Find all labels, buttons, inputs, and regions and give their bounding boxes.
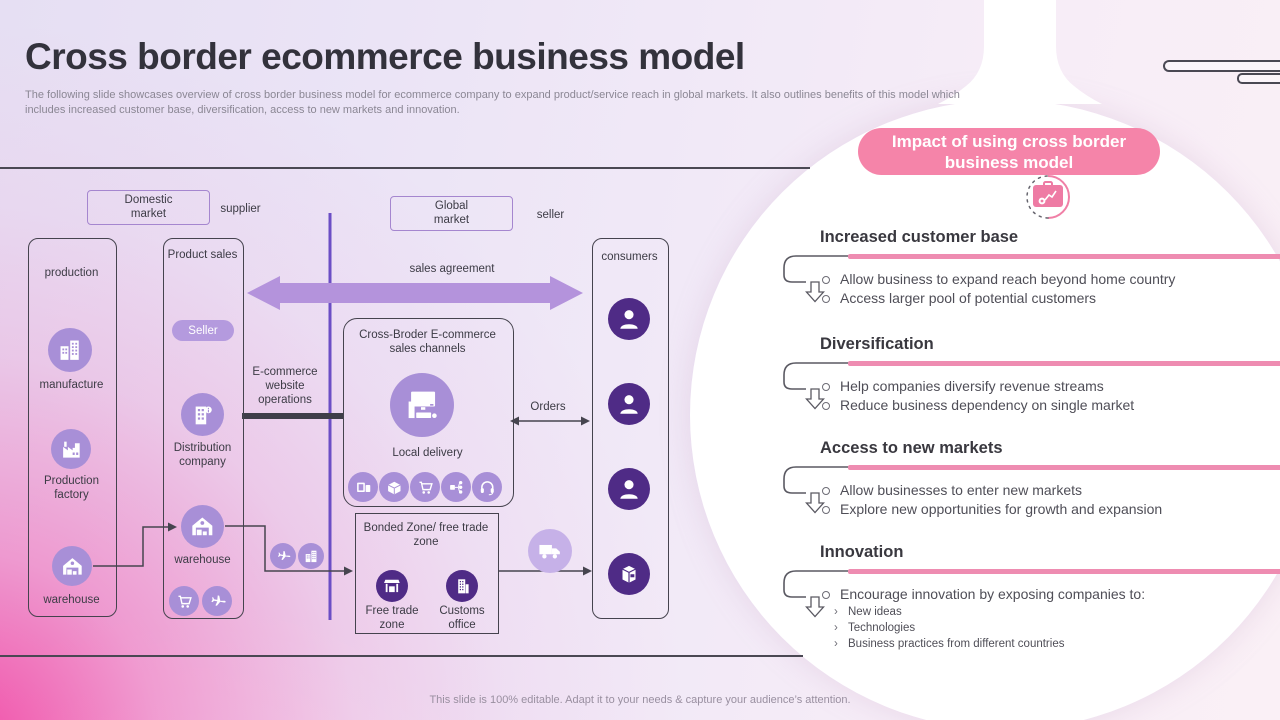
section-arrow-icon bbox=[783, 255, 850, 303]
domestic-market-box: Domestic market bbox=[87, 190, 210, 225]
production-factory-icon bbox=[51, 429, 91, 469]
delivery-truck-icon bbox=[528, 529, 572, 573]
section-underline-bar bbox=[848, 569, 1280, 574]
section-title: Increased customer base bbox=[820, 228, 1019, 246]
bonded-zone-title: Bonded Zone/ free trade zone bbox=[363, 522, 489, 548]
network-icon bbox=[441, 472, 471, 502]
sales-agreement-arrow bbox=[247, 276, 583, 310]
sub-bullet-item: ›Technologies bbox=[834, 622, 916, 634]
bullet-dot bbox=[822, 487, 830, 495]
plane-icon-transit bbox=[270, 543, 296, 569]
warehouse-to-bonded-connector bbox=[225, 525, 344, 572]
seller-label: seller bbox=[536, 209, 565, 221]
page-subtitle: The following slide showcases overview o… bbox=[25, 89, 960, 116]
section-increased-customer-base: Increased customer base Allow business t… bbox=[778, 228, 1280, 328]
manufacture-icon bbox=[48, 328, 92, 372]
ecommerce-computer-icon bbox=[390, 373, 454, 437]
circle-stem bbox=[938, 0, 1102, 104]
sub-bullet-chevron: › bbox=[834, 638, 838, 650]
distribution-company-label: Distribution company bbox=[173, 442, 232, 468]
headset-icon bbox=[472, 472, 502, 502]
consumers-column bbox=[592, 238, 669, 619]
bullet-dot bbox=[822, 402, 830, 410]
section-innovation: Innovation Encourage innovation by expos… bbox=[778, 543, 1280, 663]
trolley-icon bbox=[169, 586, 199, 616]
section-access-new-markets: Access to new markets Allow businesses t… bbox=[778, 439, 1280, 539]
impact-header-band: Impact of using cross border business mo… bbox=[858, 128, 1160, 175]
bullet-item: Help companies diversify revenue streams bbox=[820, 377, 1270, 396]
customs-office-icon bbox=[446, 570, 478, 602]
bullet-item: Allow businesses to enter new markets bbox=[820, 481, 1270, 500]
product-sales-column bbox=[163, 238, 244, 619]
warehouse-icon-production bbox=[52, 546, 92, 586]
bullet-item: Encourage innovation by exposing compani… bbox=[820, 585, 1270, 604]
consumer-person-icon-1 bbox=[608, 298, 650, 340]
bonded-zone-box bbox=[355, 513, 499, 634]
section-arrow-icon bbox=[783, 362, 850, 410]
briefcase-chart-icon bbox=[1026, 175, 1070, 219]
consumer-person-icon-2 bbox=[608, 383, 650, 425]
global-market-box: Global market bbox=[390, 196, 513, 231]
warehouse-icon-sales bbox=[181, 505, 224, 548]
bullet-dot bbox=[822, 383, 830, 391]
section-underline-bar bbox=[848, 465, 1280, 470]
supplier-label: supplier bbox=[220, 203, 261, 215]
consumer-person-icon-3 bbox=[608, 468, 650, 510]
section-underline-bar bbox=[848, 361, 1280, 366]
cart-icon bbox=[410, 472, 440, 502]
bullet-item: Allow business to expand reach beyond ho… bbox=[820, 270, 1270, 289]
consumers-title: consumers bbox=[601, 251, 658, 263]
free-trade-zone-label: Free trade zone bbox=[365, 605, 419, 631]
orders-label: Orders bbox=[530, 401, 566, 413]
top-divider-line bbox=[0, 167, 810, 169]
section-arrow-icon bbox=[783, 466, 850, 514]
devices-icon bbox=[348, 472, 378, 502]
section-title: Diversification bbox=[820, 335, 934, 353]
distribution-company-icon bbox=[181, 393, 224, 436]
plane-icon-sales bbox=[202, 586, 232, 616]
footer-note: This slide is 100% editable. Adapt it to… bbox=[429, 694, 851, 706]
warehouse-label-production: warehouse bbox=[43, 594, 100, 606]
channels-box bbox=[343, 318, 514, 507]
sales-agreement-label: sales agreement bbox=[409, 263, 495, 275]
production-title: production bbox=[44, 267, 99, 279]
bullet-dot bbox=[822, 295, 830, 303]
background-circle bbox=[690, 100, 1280, 720]
page-title: Cross border ecommerce business model bbox=[25, 36, 745, 77]
customs-office-label: Customs office bbox=[439, 605, 485, 631]
bullet-item: Explore new opportunities for growth and… bbox=[820, 500, 1270, 519]
seller-badge: Seller bbox=[172, 320, 234, 341]
bullet-item: Access larger pool of potential customer… bbox=[820, 289, 1270, 308]
bullet-item: Reduce business dependency on single mar… bbox=[820, 396, 1270, 415]
line-decoration-2 bbox=[1237, 73, 1280, 84]
product-box-icon bbox=[608, 553, 650, 595]
free-trade-zone-icon bbox=[376, 570, 408, 602]
product-sales-title: Product sales bbox=[167, 249, 238, 261]
bottom-divider-line bbox=[0, 655, 803, 657]
line-decoration-1 bbox=[1163, 60, 1280, 72]
sub-bullet-item: ›Business practices from different count… bbox=[834, 638, 1065, 650]
section-title: Access to new markets bbox=[820, 439, 1003, 457]
sub-bullet-chevron: › bbox=[834, 622, 838, 634]
sub-bullet-chevron: › bbox=[834, 606, 838, 618]
production-factory-label: Production factory bbox=[44, 475, 99, 501]
industry-icon-transit bbox=[298, 543, 324, 569]
section-diversification: Diversification Help companies diversify… bbox=[778, 335, 1280, 435]
bullet-dot bbox=[822, 276, 830, 284]
manufacture-label: manufacture bbox=[39, 379, 104, 391]
bullet-dot bbox=[822, 591, 830, 599]
section-arrow-icon bbox=[783, 570, 850, 618]
bullet-dot bbox=[822, 506, 830, 514]
warehouse-label-sales: warehouse bbox=[174, 554, 231, 566]
channels-title: Cross-Broder E-commerce sales channels bbox=[359, 329, 496, 355]
local-delivery-label: Local delivery bbox=[392, 447, 463, 459]
section-underline-bar bbox=[848, 254, 1280, 259]
warehouse-to-warehouse-connector bbox=[93, 526, 168, 567]
sub-bullet-item: ›New ideas bbox=[834, 606, 902, 618]
package-icon bbox=[379, 472, 409, 502]
ecommerce-operations-label: E-commerce website operations bbox=[252, 366, 318, 406]
production-column bbox=[28, 238, 117, 617]
section-title: Innovation bbox=[820, 543, 904, 561]
